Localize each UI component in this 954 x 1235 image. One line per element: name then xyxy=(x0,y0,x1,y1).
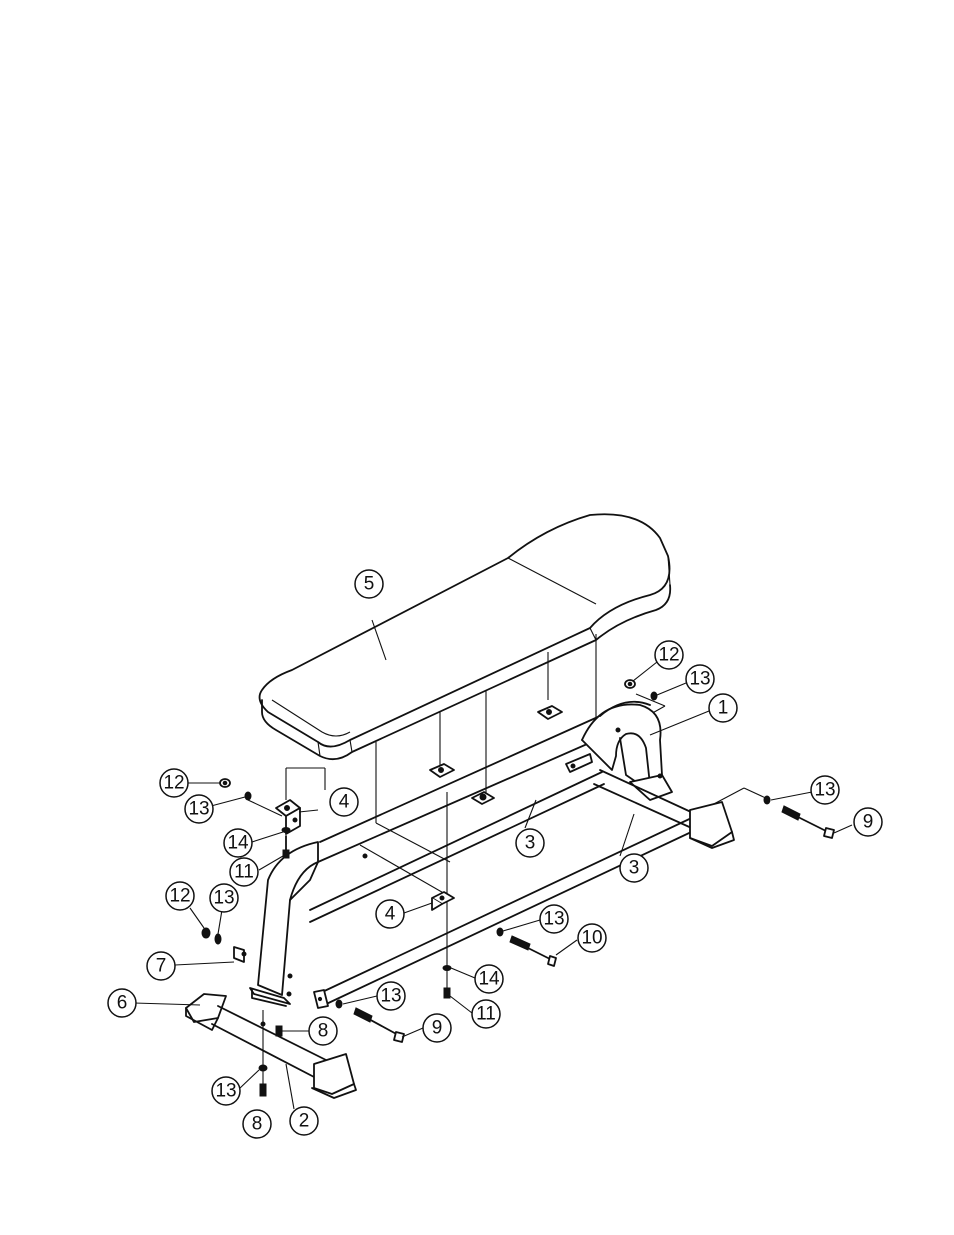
callout-label: 12 xyxy=(163,773,184,794)
callout-13-mid: 13 xyxy=(209,883,239,913)
callout-7: 7 xyxy=(146,951,176,981)
callout-label: 13 xyxy=(380,986,401,1007)
callout-label: 4 xyxy=(385,904,396,925)
callout-label: 12 xyxy=(169,886,190,907)
callout-2: 2 xyxy=(289,1106,319,1136)
callout-1: 1 xyxy=(708,693,738,723)
callout-13-near-10: 13 xyxy=(539,904,569,934)
callout-label: 7 xyxy=(156,956,167,977)
front-stabilizer xyxy=(185,993,357,1099)
callout-label: 9 xyxy=(863,812,874,833)
callout-13-right: 13 xyxy=(810,775,840,805)
callout-label: 13 xyxy=(543,909,564,930)
callout-9-right: 9 xyxy=(853,807,883,837)
callout-3-upper: 3 xyxy=(515,828,545,858)
callout-label: 12 xyxy=(658,645,679,666)
crossbar-tube xyxy=(313,811,709,1009)
callout-label: 10 xyxy=(581,928,602,949)
callout-label: 2 xyxy=(299,1111,310,1132)
callout-label: 14 xyxy=(478,969,500,990)
callout-14-upper: 14 xyxy=(223,828,253,858)
callout-11-upper: 11 xyxy=(229,857,259,887)
callout-10: 10 xyxy=(577,923,607,953)
callout-label: 3 xyxy=(525,833,536,854)
bench-pad xyxy=(258,513,672,761)
callout-4-lower: 4 xyxy=(375,899,405,929)
callout-label: 11 xyxy=(476,1004,496,1025)
callout-label: 4 xyxy=(339,792,350,813)
callout-label: 13 xyxy=(215,1081,236,1102)
callout-13-top-right: 13 xyxy=(685,664,715,694)
callout-label: 14 xyxy=(227,833,249,854)
callout-5: 5 xyxy=(354,569,384,599)
callout-12-mid: 12 xyxy=(165,881,195,911)
rear-stabilizer xyxy=(593,769,735,849)
callout-label: 13 xyxy=(213,888,234,909)
callout-label: 3 xyxy=(629,858,640,879)
callout-label: 11 xyxy=(234,862,254,883)
callout-label: 9 xyxy=(432,1018,443,1039)
main-frame xyxy=(249,700,673,1007)
callout-12-top-right: 12 xyxy=(654,640,684,670)
callout-label: 1 xyxy=(718,698,729,719)
callout-label: 13 xyxy=(689,669,710,690)
callout-4-upper: 4 xyxy=(329,787,359,817)
callout-8-upper: 8 xyxy=(308,1016,338,1046)
leader-lines xyxy=(133,661,853,1110)
callout-14-lower: 14 xyxy=(474,964,504,994)
callout-13-left: 13 xyxy=(184,794,214,824)
callout-8-bottom: 8 xyxy=(242,1109,272,1139)
bracket-plates xyxy=(275,799,455,911)
callout-12-left: 12 xyxy=(159,768,189,798)
callout-9-lower: 9 xyxy=(422,1013,452,1043)
callout-label: 13 xyxy=(814,780,835,801)
pad-mount-plates xyxy=(429,705,605,805)
callout-label: 5 xyxy=(364,574,375,595)
callout-13-bottom: 13 xyxy=(211,1076,241,1106)
callout-6: 6 xyxy=(107,988,137,1018)
callout-13-lower: 13 xyxy=(376,981,406,1011)
callout-11-lower: 11 xyxy=(471,999,501,1029)
callout-label: 13 xyxy=(188,799,209,820)
callout-label: 6 xyxy=(117,993,128,1014)
callout-label: 8 xyxy=(318,1021,329,1042)
callout-label: 8 xyxy=(252,1114,263,1135)
hardware xyxy=(201,679,835,1097)
guide-lines xyxy=(247,634,771,1085)
callout-3-lower: 3 xyxy=(619,853,649,883)
